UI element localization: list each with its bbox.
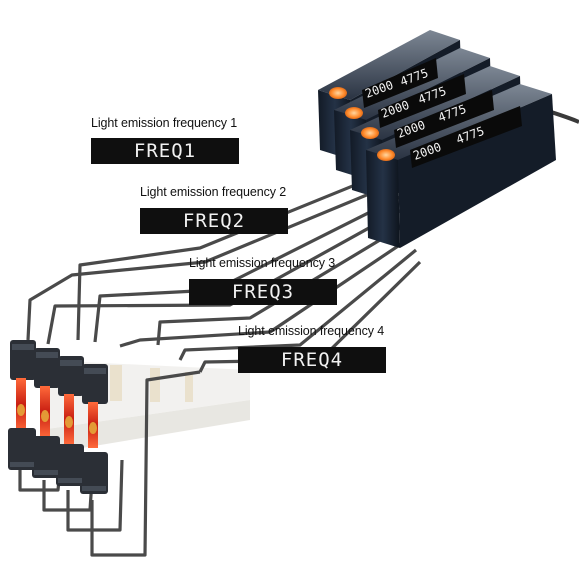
fiber-amplifier-unit: 2000 4775 2000 4775 2000 4775 2000 4775 [318,30,579,248]
badge-freq2: FREQ2 [140,208,288,234]
fiber-head-upper [10,340,108,404]
badge-freq1: FREQ1 [91,138,239,164]
caption-frequency-2: Light emission frequency 2 [140,185,287,199]
caption-frequency-1: Light emission frequency 1 [91,116,238,130]
caption-frequency-4: Light emission frequency 4 [238,324,385,338]
badge-freq3: FREQ3 [189,279,337,305]
caption-frequency-3: Light emission frequency 3 [189,256,336,270]
light-beam [16,378,98,448]
badge-freq4: FREQ4 [238,347,386,373]
fiber-head-lower [8,428,108,494]
